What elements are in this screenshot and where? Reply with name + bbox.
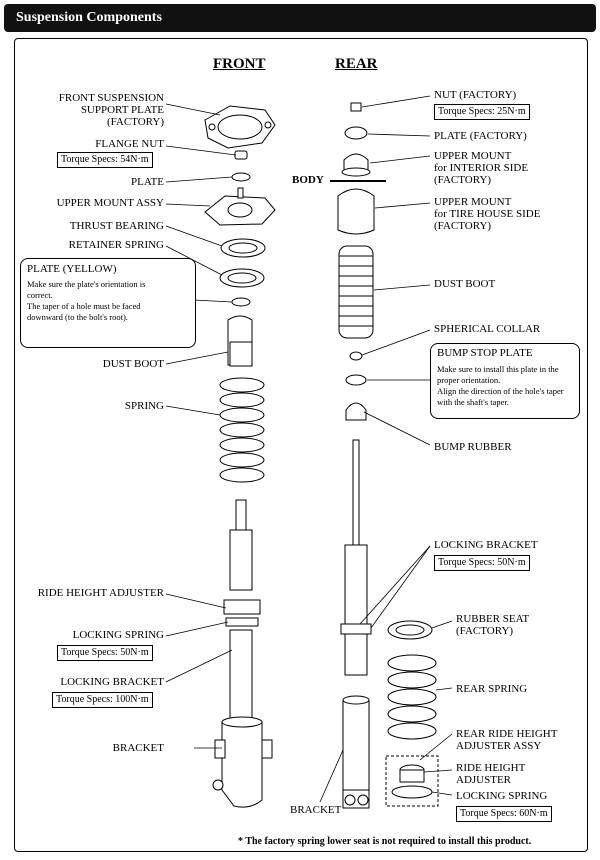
torque-rear-locking-spring: Torque Specs: 60N·m	[456, 806, 552, 822]
front-bracket	[221, 721, 263, 808]
yellow-plate	[231, 297, 251, 307]
rear-locking-spring-part	[391, 785, 433, 799]
bump-stop-plate	[345, 374, 367, 386]
section-header: Suspension Components	[4, 4, 596, 32]
plate-note-line2: correct.	[27, 290, 53, 300]
bump-note-box: BUMP STOP PLATE Make sure to install thi…	[430, 343, 580, 419]
label-thrust-bearing: THRUST BEARING	[69, 220, 164, 232]
plate-note-line4: downward (to the bolt's root).	[27, 312, 128, 322]
bump-note-line2: proper orientation.	[437, 375, 501, 385]
rear-shaft	[352, 439, 360, 546]
front-locking-spring	[225, 617, 259, 627]
label-rear-ride-height-adjuster: RIDE HEIGHT ADJUSTER	[456, 762, 526, 786]
label-front-spring: SPRING	[124, 400, 164, 412]
rear-nut	[350, 102, 362, 112]
plate-note-title: PLATE (YELLOW)	[27, 263, 117, 275]
label-rear-dust-boot: DUST BOOT	[434, 278, 496, 290]
plate-note-line3: The taper of a hole must be faced	[27, 301, 141, 311]
bump-note-line4: with the shaft's taper.	[437, 397, 509, 407]
rear-shock-body	[344, 544, 368, 676]
label-bump-rubber: BUMP RUBBER	[434, 441, 512, 453]
torque-flange-nut: Torque Specs: 54N·m	[57, 152, 153, 168]
label-ride-height-adjuster: RIDE HEIGHT ADJUSTER	[37, 587, 164, 599]
bump-note-line3: Align the direction of the hole's taper	[437, 386, 564, 396]
front-spring	[219, 377, 265, 483]
label-rubber-seat: RUBBER SEAT (FACTORY)	[456, 613, 530, 637]
label-rear-ride-height-assy: REAR RIDE HEIGHT ADJUSTER ASSY	[456, 728, 558, 752]
front-shock-body	[229, 529, 253, 591]
plate-note-line1: Make sure the plate's orientation is	[27, 279, 146, 289]
rear-heading: REAR	[335, 56, 378, 72]
label-rear-plate: PLATE (FACTORY)	[434, 130, 527, 142]
rear-locking-bracket	[340, 623, 372, 635]
label-front-support-plate: FRONT SUSPENSION SUPPORT PLATE (FACTORY)	[58, 92, 164, 128]
label-front-dust-boot: DUST BOOT	[102, 358, 164, 370]
front-shaft	[235, 499, 247, 531]
label-flange-nut: FLANGE NUT	[95, 138, 164, 150]
bump-rubber	[345, 402, 367, 421]
front-plate	[231, 172, 251, 182]
label-front-locking-bracket: LOCKING BRACKET	[60, 676, 164, 688]
label-spherical-collar: SPHERICAL COLLAR	[434, 323, 541, 335]
rear-lower-body	[342, 699, 370, 791]
label-retainer-spring: RETAINER SPRING	[68, 239, 164, 251]
flange-nut	[234, 150, 248, 160]
bump-note-line1: Make sure to install this plate in the	[437, 364, 559, 374]
front-lower-body	[229, 629, 253, 731]
diagram-frame	[14, 38, 588, 852]
label-rear-spring: REAR SPRING	[456, 683, 528, 695]
rear-spring	[387, 654, 437, 740]
label-upper-mount-interior: UPPER MOUNT for INTERIOR SIDE (FACTORY)	[434, 150, 529, 186]
section-title: Suspension Components	[16, 10, 162, 25]
torque-front-locking-spring: Torque Specs: 50N·m	[57, 645, 153, 661]
torque-rear-nut: Torque Specs: 25N·m	[434, 104, 530, 120]
label-front-plate: PLATE	[131, 176, 164, 188]
torque-front-locking-bracket: Torque Specs: 100N·m	[52, 692, 153, 708]
body-label: BODY	[292, 174, 324, 186]
plate-note-box: PLATE (YELLOW) Make sure the plate's ori…	[20, 258, 196, 348]
front-heading: FRONT	[213, 56, 266, 72]
rubber-seat	[387, 620, 433, 640]
rear-dust-boot	[338, 245, 374, 339]
torque-rear-locking-bracket: Torque Specs: 50N·m	[434, 555, 530, 571]
rear-upper-mount-tire	[337, 188, 375, 235]
label-rear-locking-spring: LOCKING SPRING	[456, 790, 548, 802]
footnote: * The factory spring lower seat is not r…	[238, 836, 532, 847]
label-front-locking-spring: LOCKING SPRING	[72, 629, 164, 641]
label-rear-locking-bracket: LOCKING BRACKET	[434, 539, 538, 551]
label-upper-mount-assy: UPPER MOUNT ASSY	[56, 197, 164, 209]
label-front-bracket: BRACKET	[112, 742, 164, 754]
label-rear-bracket: BRACKET	[290, 804, 342, 816]
bump-note-title: BUMP STOP PLATE	[437, 347, 533, 359]
spherical-collar	[349, 351, 363, 361]
rear-plate	[344, 126, 368, 140]
label-upper-mount-tire: UPPER MOUNT for TIRE HOUSE SIDE (FACTORY…	[434, 196, 541, 232]
label-rear-nut: NUT (FACTORY)	[434, 89, 517, 101]
